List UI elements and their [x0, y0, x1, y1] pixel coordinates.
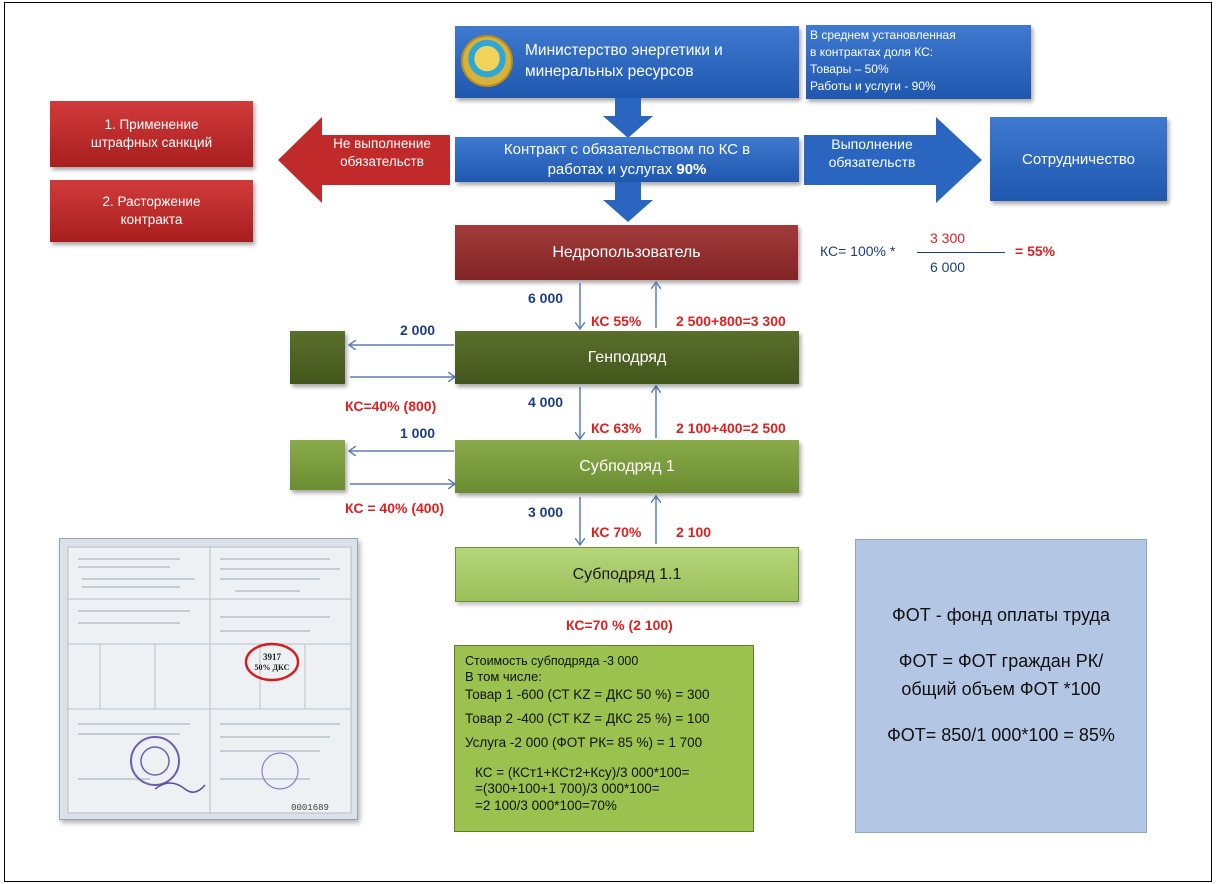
info-line2: в контрактах доля КС:: [810, 45, 934, 60]
emblem-icon: [461, 35, 513, 87]
fail-line2: обязательств: [340, 153, 424, 169]
info-line1: В среднем установленная: [810, 28, 956, 42]
formula-result: = 55%: [1015, 243, 1056, 259]
info-line3: Товары – 50%: [810, 62, 889, 77]
subcontract1-label: Субподряд 1: [579, 457, 675, 475]
flow-value: 6 000: [528, 290, 564, 306]
general-contract-box: Генподряд: [455, 331, 799, 384]
fot-line: общий объем ФОТ *100: [901, 678, 1101, 699]
left-arrow-icon: [278, 117, 450, 203]
subcontract1-box: Субподряд 1: [455, 440, 799, 493]
contract-box: Контракт с обязательством по КС в работа…: [455, 137, 799, 182]
subcontract11-label: Субподряд 1.1: [572, 565, 682, 583]
stamp-line2: 50% ДКС: [255, 663, 290, 672]
certificate-serial: 0001689: [291, 803, 329, 813]
calculation-box: Стоимость субподряда -3 000 В том числе:…: [454, 645, 754, 832]
certificate-image: 3917 50% ДКС 0001689: [59, 538, 358, 820]
success-arrow-label: Выполнение обязательств: [812, 135, 932, 171]
side-subcontractor-box: [290, 440, 345, 490]
right-arrow-icon: [804, 117, 982, 203]
contract-termination-box: 2. Расторжение контракта: [50, 180, 253, 242]
subcontract11-box: Субподряд 1.1: [455, 547, 799, 602]
contract-percent: 90%: [676, 160, 707, 178]
calc-line: КС = (КСт1+КСт2+Ксу)/3 000*100=: [475, 765, 690, 781]
penalty2-line2: контракта: [120, 212, 183, 227]
fail-arrow-label: Не выполнение обязательств: [318, 135, 446, 170]
fot-line: ФОТ = ФОТ граждан РК/: [898, 650, 1104, 671]
ks-formula: КС= 100% * 3 300 6 000 = 55%: [820, 230, 1080, 285]
fot-line: ФОТ= 850/1 000*100 = 85%: [887, 724, 1115, 745]
stamp-line1: 3917: [263, 652, 282, 662]
penalty2-line1: 2. Расторжение: [102, 194, 201, 210]
flow-value: 2 000: [400, 322, 436, 338]
info-line4: Работы и услуги - 90%: [810, 79, 936, 94]
fraction-line: [917, 252, 1005, 253]
penalty1-line2: штрафных санкций: [90, 135, 213, 150]
sum-label: 2 500+800=3 300: [676, 313, 786, 329]
penalty-sanctions-box: 1. Применение штрафных санкций: [50, 101, 253, 167]
formula-numerator: 3 300: [930, 230, 966, 246]
sum-label: 2 100+400=2 500: [676, 420, 786, 436]
general-contract-label: Генподряд: [587, 348, 667, 366]
success-line1: Выполнение: [831, 136, 913, 152]
calc-line: Услуга -2 000 (ФОТ РК= 85 %) = 1 700: [465, 734, 703, 750]
formula-denominator: 6 000: [930, 259, 966, 275]
fot-definition-box: ФОТ - фонд оплаты труда ФОТ = ФОТ гражда…: [855, 539, 1147, 833]
ministry-line2: минеральных ресурсов: [525, 63, 694, 80]
down-arrow-icon: [603, 182, 653, 222]
penalty1-line1: 1. Применение: [104, 117, 199, 133]
formula-prefix: КС= 100% *: [820, 243, 896, 259]
subsoil-user-box: Недропользователь: [455, 225, 798, 280]
fail-line1: Не выполнение: [333, 136, 431, 151]
cooperation-box: Сотрудничество: [990, 117, 1167, 201]
side-contractor-box: [290, 331, 345, 384]
calc-line: =(300+100+1 700)/3 000*100=: [475, 781, 660, 797]
fot-line: ФОТ - фонд оплаты труда: [892, 605, 1110, 625]
contract-line1: Контракт с обязательством по КС в: [503, 141, 751, 158]
ministry-line1: Министерство энергетики и: [525, 42, 723, 60]
calc-line: Товар 1 -600 (СТ KZ = ДКС 50 %) = 300: [465, 686, 710, 702]
down-arrow-icon: [603, 98, 653, 138]
cooperation-label: Сотрудничество: [1022, 150, 1135, 168]
flow-value: 3 000: [528, 504, 564, 520]
ks-bottom-label: КС=70 % (2 100): [566, 617, 673, 633]
ks-label: КС 70%: [591, 524, 642, 540]
calc-line: В том числе:: [465, 669, 542, 684]
ks-side-label: КС=40% (800): [345, 398, 437, 414]
calc-line: Стоимость субподряда -3 000: [465, 654, 639, 668]
flow-value: 4 000: [528, 394, 564, 410]
flow-value: 1 000: [400, 425, 436, 441]
calc-line: Товар 2 -400 (СТ KZ = ДКС 25 %) = 100: [465, 710, 710, 726]
sum-label: 2 100: [676, 524, 712, 540]
ks-label: КС 55%: [591, 313, 642, 329]
subsoil-user-label: Недропользователь: [552, 243, 701, 261]
ministry-box: Министерство энергетики и минеральных ре…: [455, 26, 799, 98]
ks-label: КС 63%: [591, 420, 642, 436]
success-line2: обязательств: [828, 154, 916, 171]
ks-side-label: КС = 40% (400): [345, 500, 445, 516]
certificate-drawing: 3917 50% ДКС 0001689: [67, 546, 352, 814]
calc-line: =2 100/3 000*100=70%: [475, 797, 617, 813]
average-ks-info-box: В среднем установленная в контрактах дол…: [806, 25, 1031, 99]
contract-line2: работах и услугах: [547, 160, 677, 178]
